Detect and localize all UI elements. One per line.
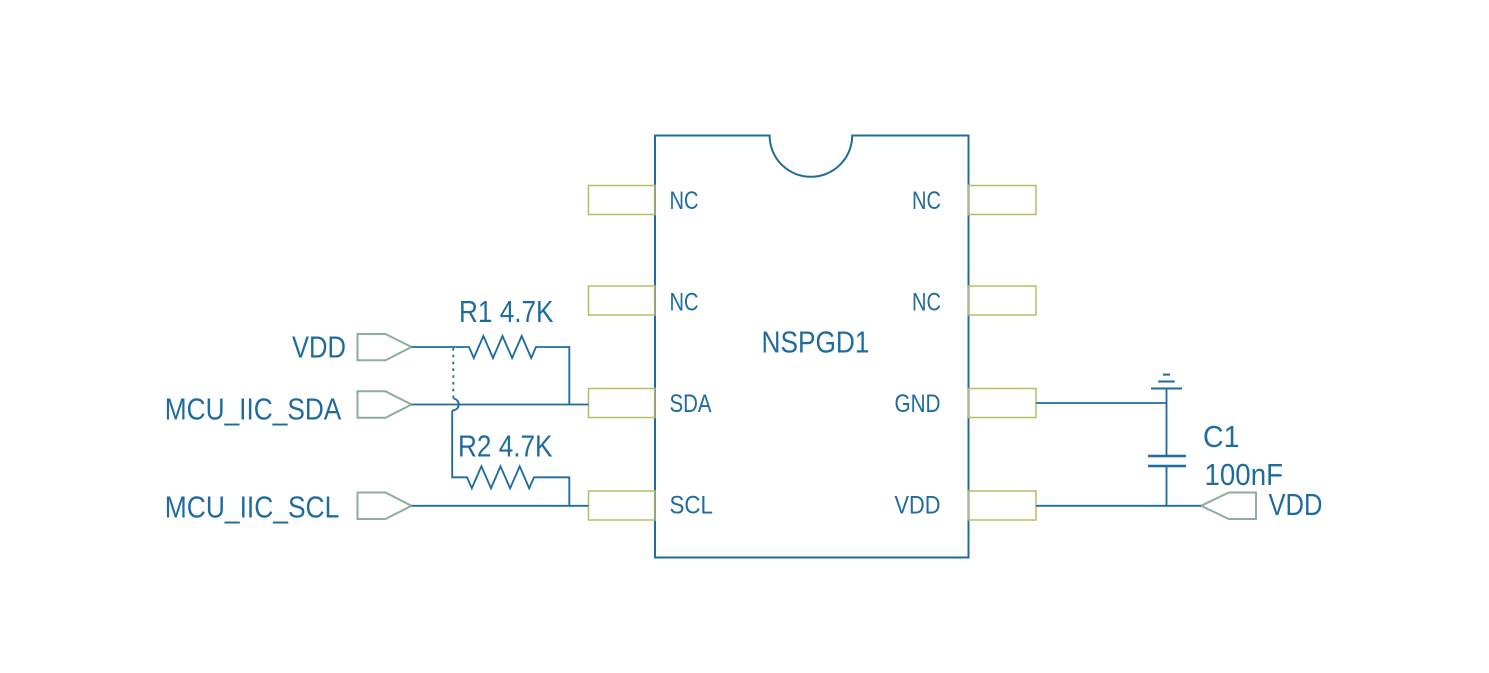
svg-text:100nF: 100nF (1205, 458, 1284, 492)
svg-text:NC: NC (912, 288, 941, 316)
svg-text:VDD: VDD (292, 331, 346, 365)
svg-text:NC: NC (912, 187, 941, 215)
svg-text:VDD: VDD (895, 491, 941, 519)
svg-text:GND: GND (895, 390, 941, 418)
svg-text:MCU_IIC_SDA: MCU_IIC_SDA (165, 393, 342, 427)
svg-text:C1: C1 (1203, 420, 1240, 454)
svg-text:NC: NC (670, 187, 699, 215)
svg-text:MCU_IIC_SCL: MCU_IIC_SCL (165, 491, 339, 525)
svg-text:R2 4.7K: R2 4.7K (458, 430, 553, 464)
svg-text:R1 4.7K: R1 4.7K (459, 295, 554, 329)
svg-text:SDA: SDA (670, 390, 712, 418)
svg-text:SCL: SCL (670, 491, 714, 519)
svg-text:VDD: VDD (1269, 488, 1323, 522)
svg-text:NC: NC (670, 288, 699, 316)
svg-text:NSPGD1: NSPGD1 (762, 326, 870, 360)
